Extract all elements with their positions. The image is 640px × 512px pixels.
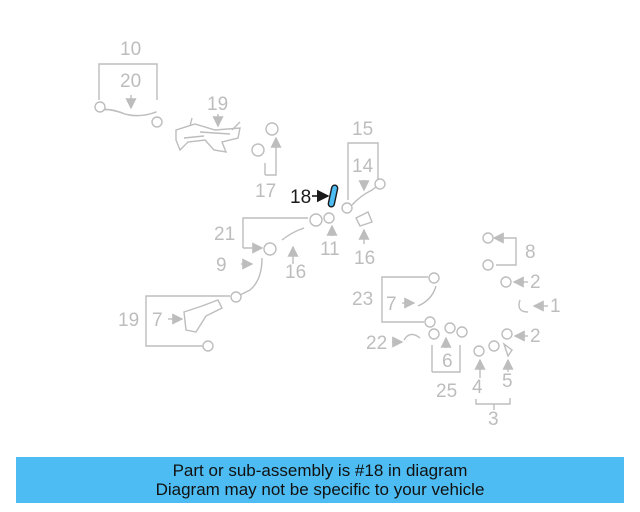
- part-18-highlighted: [327, 184, 339, 208]
- clamp-2a: [500, 276, 512, 288]
- group-8-2-1: 8 2 1: [482, 232, 561, 317]
- callout-5: 5: [502, 371, 513, 392]
- banner-line-1: Part or sub-assembly is #18 in diagram: [172, 461, 468, 480]
- group-22-16-10: 21 16 9: [214, 213, 323, 303]
- clamp-9: [202, 340, 214, 352]
- clamp-3: [488, 340, 500, 352]
- callout-6: 6: [442, 351, 453, 372]
- clamp-12: [323, 212, 335, 224]
- clamp-4: [473, 345, 485, 357]
- callout-9: 7: [152, 310, 163, 331]
- hose-1-part: [518, 299, 529, 313]
- clamp-6c: [456, 326, 468, 338]
- clamp-22a: [309, 213, 323, 227]
- callout-2a: 2: [530, 272, 541, 293]
- group-12-15: 11 16: [320, 211, 375, 269]
- info-banner: Part or sub-assembly is #18 in diagram D…: [16, 457, 624, 503]
- clamp-8b: [482, 259, 494, 271]
- group-23-6-25: 22 6 25: [366, 322, 468, 402]
- group-3-4-5: 2 4 5 3: [472, 326, 541, 430]
- callout-23: 22: [366, 333, 387, 354]
- clamp-17a: [265, 122, 279, 136]
- clamp-10: [230, 291, 242, 303]
- callout-15: 16: [354, 248, 375, 269]
- group-24-7: 23 7: [352, 272, 440, 328]
- fitting-15: [355, 211, 373, 227]
- clamp-14: [341, 202, 353, 214]
- callout-22: 21: [214, 224, 235, 245]
- clamp-6b: [444, 322, 456, 334]
- group-18: 18: [290, 184, 339, 208]
- callout-1: 1: [550, 296, 561, 317]
- pipe-20-part: [175, 123, 241, 153]
- callout-14: 15: [352, 119, 373, 140]
- fitting-5: [502, 342, 513, 358]
- callout-2b: 2: [530, 326, 541, 347]
- clamp-6a: [428, 328, 440, 340]
- callout-13: 14: [352, 156, 374, 177]
- group-14-13: 15 14: [341, 119, 386, 214]
- callout-21: 20: [120, 71, 141, 92]
- callout-24: 23: [352, 289, 373, 310]
- clamp-11a: [94, 101, 106, 113]
- clamp-24a: [428, 272, 440, 284]
- callout-10: 9: [216, 255, 227, 276]
- callout-12: 11: [320, 239, 340, 260]
- clamp-8a: [482, 232, 494, 244]
- callout-11: 10: [120, 39, 141, 60]
- clamp-22b: [263, 242, 277, 256]
- hose-23-part: [403, 333, 421, 341]
- callout-8: 8: [525, 242, 536, 263]
- hose-16-part: [281, 227, 305, 241]
- hose-10-part: [237, 257, 263, 297]
- callout-18: 18: [290, 187, 311, 208]
- group-17: 17: [251, 122, 282, 202]
- clamp-13: [374, 178, 386, 190]
- callout-25: 25: [436, 381, 457, 402]
- hose-13-part: [351, 183, 381, 206]
- group-11-21: 10 20: [94, 39, 163, 128]
- hose-7-part: [417, 285, 437, 307]
- parts-diagram: 10 20 19 17 15 14 18: [94, 39, 561, 430]
- callout-16: 16: [285, 262, 306, 283]
- group-19-9: 19 7: [118, 295, 230, 352]
- clamp-11b: [151, 116, 163, 128]
- callout-7: 7: [386, 294, 397, 315]
- pipe-9-part: [183, 299, 223, 333]
- clamp-17b: [251, 143, 265, 157]
- banner-line-2: Diagram may not be specific to your vehi…: [155, 480, 485, 499]
- callout-4: 4: [472, 377, 483, 398]
- group-20: 19: [175, 94, 241, 153]
- callout-17: 17: [255, 181, 276, 202]
- callout-3: 3: [488, 409, 499, 430]
- clamp-2b: [501, 328, 513, 340]
- callout-20: 19: [207, 94, 228, 115]
- clamp-24b: [424, 316, 436, 328]
- callout-19: 19: [118, 310, 139, 331]
